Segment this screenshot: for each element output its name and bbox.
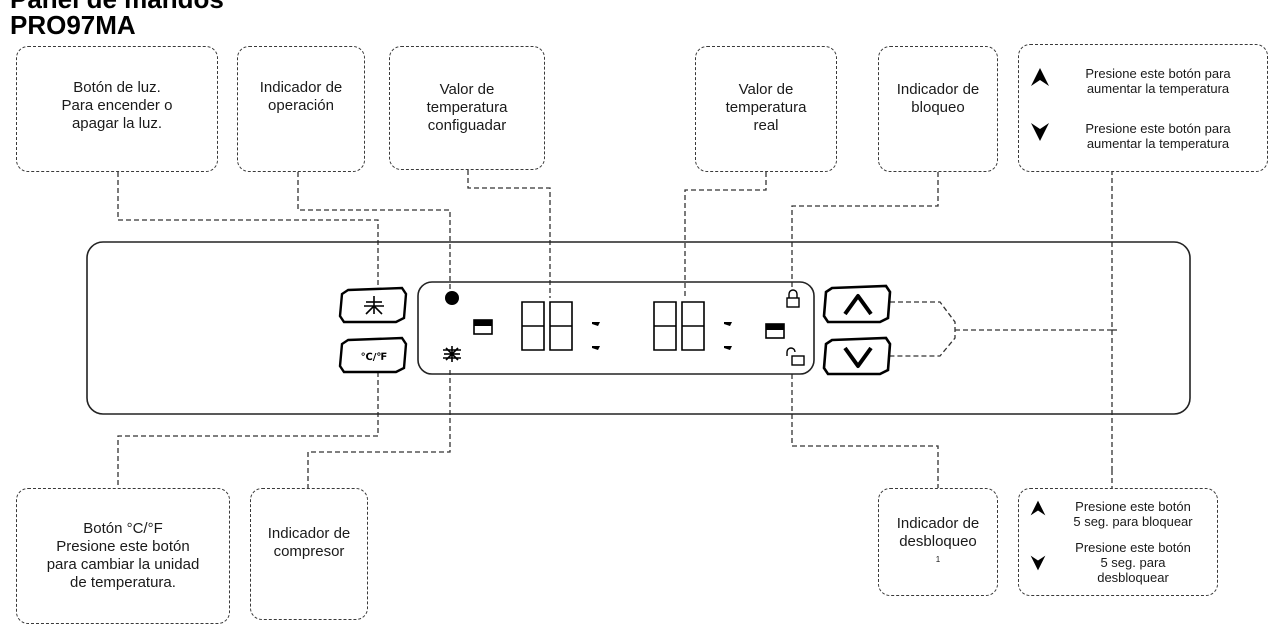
arrow-up-icon — [843, 294, 873, 316]
leader-lines — [117, 170, 1120, 488]
callout-unit-button: Botón °C/°F Presione este botón para cam… — [16, 488, 230, 624]
callout-unlock-indicator: Indicador de desbloqueo 1 — [878, 488, 998, 596]
filled-dot-icon — [445, 291, 459, 305]
mode-bar-left — [473, 319, 493, 335]
leader-light-button — [117, 172, 379, 292]
callout-temp-up-down: Presione este botón para aumentar la tem… — [1018, 44, 1268, 172]
panel-frame — [86, 241, 1191, 415]
callout-compressor-indicator: Indicador de compresor — [250, 488, 368, 620]
arrow-up-icon — [1025, 66, 1055, 88]
arrow-down-icon — [1025, 121, 1055, 143]
celsius-fahrenheit-icon: ℃/℉ — [361, 352, 388, 363]
model-name: PRO97MA — [10, 10, 136, 40]
leader-unlock — [791, 374, 939, 488]
arrow-down-icon — [1023, 540, 1053, 572]
snowflake-icon — [443, 346, 461, 362]
footnote-mark: 1 — [935, 555, 941, 564]
unlock-row: Presione este botón 5 seg. para desbloqu… — [1023, 540, 1213, 585]
lcd-window — [417, 281, 815, 375]
callout-lock-indicator: Indicador de bloqueo — [878, 46, 998, 172]
up-button[interactable] — [822, 284, 892, 324]
light-button[interactable] — [338, 286, 408, 324]
lock-open-icon — [786, 347, 805, 366]
panel-title: Panel de mandos — [10, 0, 224, 15]
callout-set-temperature: Valor de temperatura configuadar — [389, 46, 545, 170]
real-temp-digits — [653, 301, 705, 351]
arrow-down-icon — [843, 346, 873, 368]
callout-operation-indicator: Indicador de operación — [237, 46, 365, 172]
light-fan-icon — [364, 296, 384, 315]
leader-set-temp — [467, 170, 551, 298]
set-temp-digits — [521, 301, 573, 351]
leader-unit-button — [117, 372, 379, 488]
leader-real-temp — [684, 172, 767, 298]
callout-real-temperature: Valor de temperatura real — [695, 46, 837, 172]
leader-arrow-bracket — [890, 301, 956, 357]
leader-operation — [297, 172, 451, 296]
leader-lock — [791, 172, 939, 290]
arrow-up-icon — [1023, 499, 1053, 517]
callout-light-button: Botón de luz. Para encender o apagar la … — [16, 46, 218, 172]
temp-down-row: Presione este botón para aumentar la tem… — [1025, 121, 1261, 151]
callout-lock-unlock-buttons: Presione este botón 5 seg. para bloquear… — [1018, 488, 1218, 596]
unit-button[interactable]: ℃/℉ — [338, 336, 408, 374]
leader-compressor — [307, 370, 451, 488]
temp-up-row: Presione este botón para aumentar la tem… — [1025, 66, 1261, 96]
down-button[interactable] — [822, 336, 892, 376]
real-temp-unit-marks — [724, 322, 732, 350]
set-temp-unit-marks — [592, 322, 600, 350]
mode-bar-right — [765, 323, 785, 339]
lock-row: Presione este botón 5 seg. para bloquear — [1023, 499, 1213, 529]
lock-closed-icon — [786, 289, 800, 308]
